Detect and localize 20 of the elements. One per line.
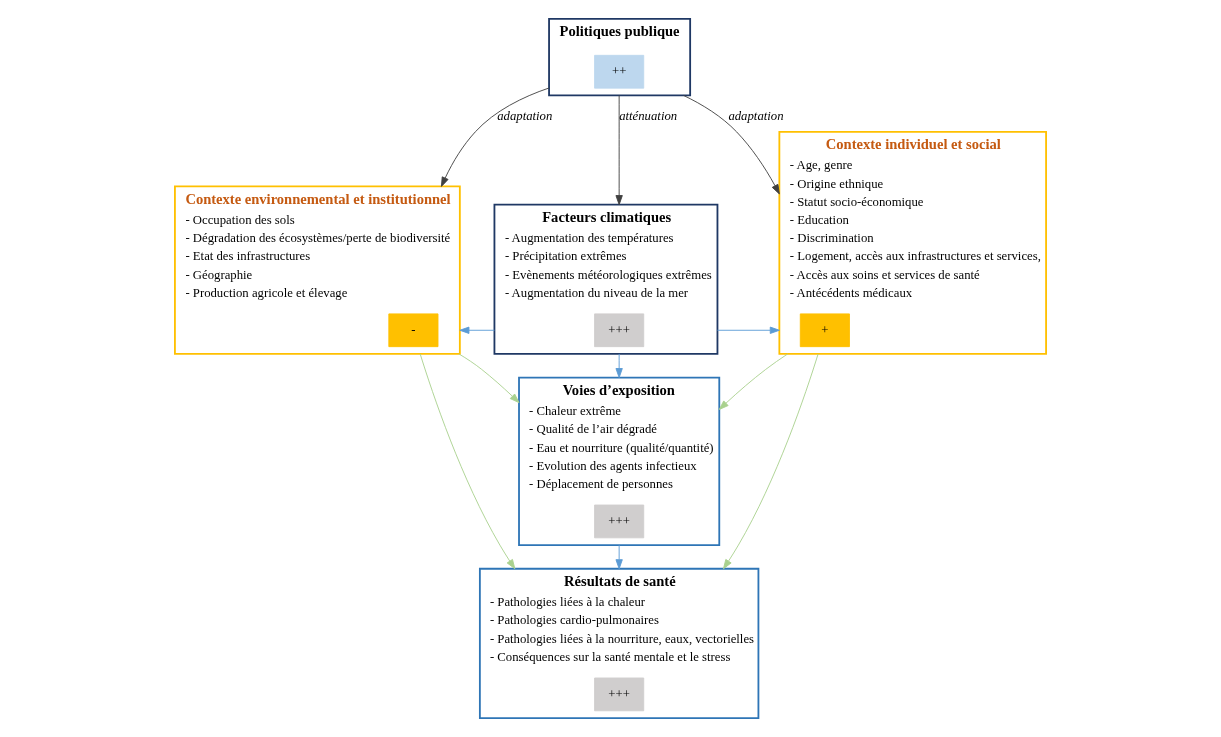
arrow (459, 326, 495, 334)
node-box: - (388, 313, 439, 348)
node-box: ++ (594, 54, 645, 89)
arrow (717, 326, 780, 334)
edge-label: atténuation (619, 109, 678, 124)
arrow (683, 94, 780, 195)
arrow (615, 353, 623, 379)
node-box: +++ (594, 677, 645, 712)
edge-label: adaptation (728, 109, 784, 124)
arrow (615, 544, 623, 570)
arrow (458, 353, 520, 404)
arrow (615, 94, 623, 206)
node-box: + (799, 313, 850, 348)
node-box: +++ (594, 504, 645, 539)
arrow (419, 353, 516, 570)
arrow (723, 353, 819, 570)
arrow (440, 87, 550, 187)
edge-label: adaptation (497, 109, 553, 124)
node-box: +++ (594, 313, 645, 348)
arrow (718, 353, 789, 410)
